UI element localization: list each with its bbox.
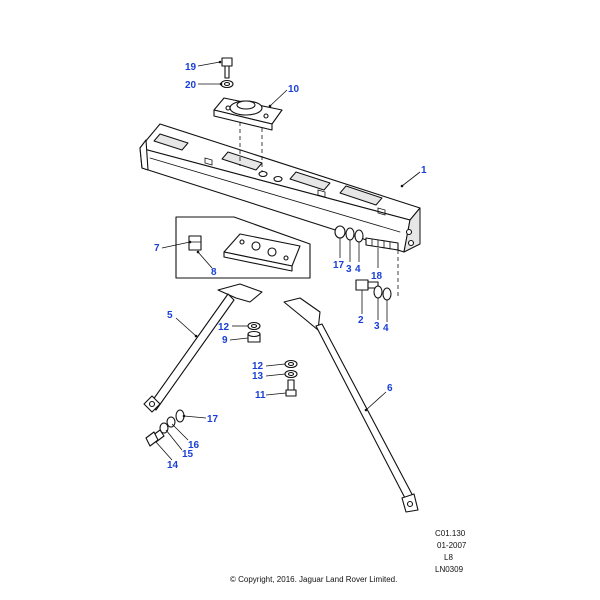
- callout-9: 9: [222, 335, 228, 346]
- callout-8: 8: [211, 267, 217, 278]
- callout-19: 19: [185, 62, 197, 73]
- reference-date: 01-2007: [437, 541, 467, 550]
- callout-16: 16: [188, 440, 200, 451]
- clip-part-8: [188, 235, 202, 251]
- stay-rod-part-5: [143, 283, 263, 413]
- mount-plate-part-10: [213, 97, 283, 172]
- callout-18: 18: [371, 271, 383, 282]
- stay-rod-part-6: [283, 297, 419, 513]
- callout-13: 13: [252, 371, 264, 382]
- fastener-stack-lower-left: [145, 409, 185, 447]
- callout-1: 1: [421, 165, 427, 176]
- fastener-stack-upper-right: [334, 225, 399, 296]
- copyright-notice: © Copyright, 2016. Jaguar Land Rover Lim…: [230, 575, 397, 584]
- bracket-inset-part-7: [175, 216, 311, 279]
- callout-12-middle: 12: [252, 361, 264, 372]
- callout-3-lower: 3: [374, 321, 380, 332]
- callout-10: 10: [288, 84, 300, 95]
- fastener-stack-middle-left: [247, 321, 261, 343]
- fastener-stack-middle: [284, 359, 298, 397]
- reference-level: L8: [444, 553, 453, 562]
- callout-6: 6: [387, 383, 393, 394]
- callout-11: 11: [255, 390, 266, 401]
- callout-4-lower: 4: [383, 323, 389, 334]
- callout-3-upper: 3: [346, 264, 352, 275]
- bolt-part-19: [221, 57, 233, 79]
- callout-17-upper: 17: [333, 260, 345, 271]
- washer-part-20: [220, 79, 234, 89]
- fastener-stack-lower-right: [355, 279, 392, 301]
- callout-5: 5: [167, 310, 173, 321]
- callout-12-left: 12: [218, 322, 230, 333]
- callout-14: 14: [167, 460, 179, 471]
- reference-code: C01.130: [435, 529, 466, 538]
- leader-lines: [155, 60, 421, 461]
- callout-15: 15: [182, 449, 194, 460]
- callout-labels: 19 20 10 1 7 8 17 3 4 18 2 3 4 5 12 9 12…: [154, 62, 427, 471]
- callout-2: 2: [358, 315, 364, 326]
- cross-member-part-1: [139, 123, 421, 253]
- reference-drawing: LN0309: [435, 565, 464, 574]
- reference-block: C01.130 01-2007 L8 LN0309 © Copyright, 2…: [230, 529, 467, 584]
- callout-20: 20: [185, 80, 197, 91]
- callout-17-lower: 17: [207, 414, 219, 425]
- callout-7: 7: [154, 243, 160, 254]
- callout-4-upper: 4: [355, 264, 361, 275]
